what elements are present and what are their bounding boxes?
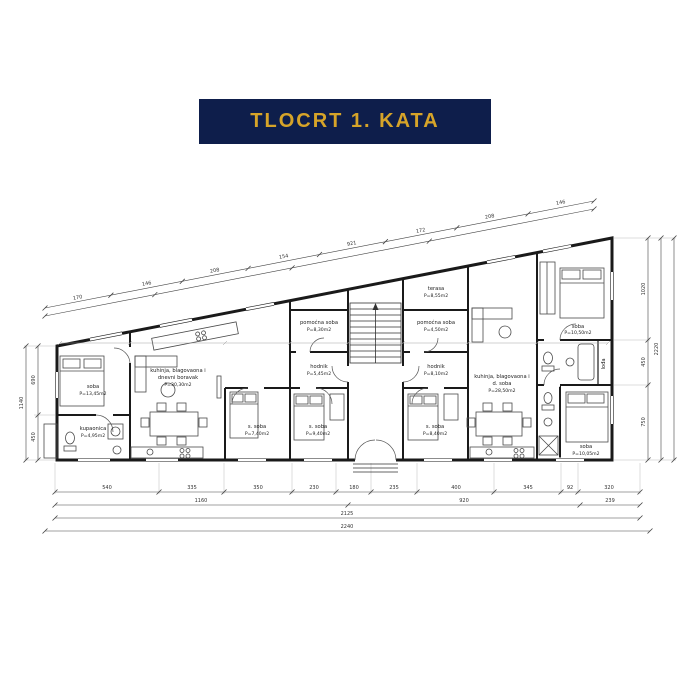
bed-bottom-right	[565, 391, 609, 443]
balcony-left	[43, 423, 58, 459]
dim-label: 146	[142, 280, 153, 288]
room-label-ssoba-a: s. soba	[248, 424, 266, 430]
dim-label: 750	[641, 417, 647, 427]
dim-label: 170	[73, 294, 84, 302]
dim-label: 146	[556, 199, 567, 207]
dim-label: 2240	[341, 524, 354, 530]
dim-label: 690	[31, 375, 37, 385]
room-label-kuhinja-r-1: kuhinja, blagovaona i	[474, 374, 529, 380]
bed-mid-a	[229, 391, 259, 439]
bed-mid-b	[293, 393, 345, 441]
room-label-ssoba-b: s. soba	[309, 424, 327, 430]
sofa-left	[134, 355, 222, 399]
dim-label: 2125	[341, 511, 354, 517]
dim-label: 180	[349, 485, 359, 491]
staircase	[349, 302, 402, 473]
dim-label: 208	[210, 267, 221, 275]
room-area-hodnik-r: P=8,10m2	[424, 371, 448, 377]
bed-top-right	[539, 261, 605, 319]
room-area-ssoba-r: P=8,40m2	[423, 431, 447, 437]
interior-dimension-string	[57, 340, 611, 346]
room-label-soba-tr: soba	[572, 324, 584, 330]
room-area-kuhinja-r: P=28,50m2	[488, 388, 515, 394]
room-label-pomocna-r: pomoćna soba	[417, 319, 455, 326]
dining-table-right	[466, 402, 532, 446]
dim-label: 2220	[654, 343, 660, 356]
room-label-loda: lođa	[601, 358, 607, 369]
dim-label: 350	[253, 485, 263, 491]
bed-mid-right	[407, 393, 459, 441]
bottom-dimension-chains: 540 335 350 230 180 235 400 345 92 320 1…	[42, 485, 653, 534]
dim-label: 320	[604, 485, 614, 491]
room-area-pomocna-r: P=4,50m2	[424, 327, 448, 333]
room-label-hodnik-r: hodnik	[427, 364, 445, 370]
room-label-hodnik-l: hodnik	[310, 364, 328, 370]
dim-label: 400	[451, 485, 461, 491]
room-label-kupaonica-l: kupaonica	[80, 426, 107, 432]
kitchen-counter-left	[151, 321, 239, 351]
room-area-terasa: P=8,55m2	[424, 293, 448, 299]
dim-label: 154	[279, 253, 290, 261]
right-dimension-chains: 1020 450 750 2220	[641, 235, 677, 463]
room-area-pomocna-l: P=8,30m2	[307, 327, 331, 333]
room-area-soba-l: P=13,45m2	[79, 391, 106, 397]
page-title: TLOCRT 1. KATA	[250, 110, 440, 132]
dim-label: 208	[485, 213, 496, 221]
dim-label: 235	[389, 485, 399, 491]
room-area-soba-br: P=10,05m2	[572, 451, 599, 457]
dim-label: 92	[567, 485, 573, 491]
room-area-hodnik-l: P=5,45m2	[307, 371, 331, 377]
title-banner: TLOCRT 1. KATA	[199, 99, 491, 144]
furniture	[43, 261, 609, 459]
dining-table-left	[140, 402, 208, 446]
extension-lines	[24, 237, 676, 494]
dim-label: 450	[641, 357, 647, 367]
bed-left	[59, 355, 105, 407]
dim-label: 345	[523, 485, 533, 491]
dim-label: 335	[187, 485, 197, 491]
room-area-kupaonica-l: P=4,95m2	[81, 433, 105, 439]
room-label-kuhinja-l-2: dnevni boravak	[158, 375, 198, 381]
room-label-soba-br: soba	[580, 444, 592, 450]
room-area-kuhinja-l: P=30,30m2	[164, 382, 191, 388]
site-dimension-chains: 170 146 208 154 921 172 208 146	[42, 198, 597, 319]
doors	[95, 323, 577, 462]
sofa-right	[471, 307, 513, 343]
dim-label: 920	[459, 498, 469, 504]
room-label-kuhinja-r-2: d. soba	[493, 381, 512, 387]
dim-label: 1020	[641, 283, 647, 296]
room-label-soba-l: soba	[87, 384, 99, 390]
dim-label: 230	[309, 485, 319, 491]
room-label-ssoba-r: s. soba	[426, 424, 444, 430]
windows	[54, 243, 615, 463]
kitchen-bottom-right	[469, 446, 535, 459]
room-label-pomocna-l: pomoćna soba	[300, 319, 338, 326]
dim-label: 540	[102, 485, 112, 491]
outer-wall	[55, 236, 614, 462]
bathroom-left-fixtures	[63, 423, 124, 455]
room-label-kuhinja-l-1: kuhinja, blagovaona i	[150, 368, 205, 374]
room-area-ssoba-a: P=7,40m2	[245, 431, 269, 437]
dim-label: 239	[605, 498, 615, 504]
dim-label: 1140	[19, 397, 25, 410]
building-outline	[55, 236, 614, 462]
bathroom-mid-right-fixtures	[541, 343, 595, 381]
bathroom-bottom-right-fixtures	[538, 392, 559, 456]
dim-label: 921	[347, 240, 358, 248]
room-label-terasa: terasa	[428, 286, 444, 292]
room-area-ssoba-b: P=9,40m2	[306, 431, 330, 437]
room-labels: terasa P=8,55m2 pomoćna soba P=8,30m2 po…	[79, 286, 607, 457]
left-dimension-chains: 690 450 1140	[19, 343, 41, 463]
dim-label: 450	[31, 432, 37, 442]
stair-direction-arrow	[372, 303, 379, 310]
dim-label: 172	[416, 227, 427, 235]
room-area-soba-tr: P=10,50m2	[564, 330, 591, 336]
kitchen-bottom-left	[130, 446, 204, 459]
dim-label: 1160	[195, 498, 208, 504]
